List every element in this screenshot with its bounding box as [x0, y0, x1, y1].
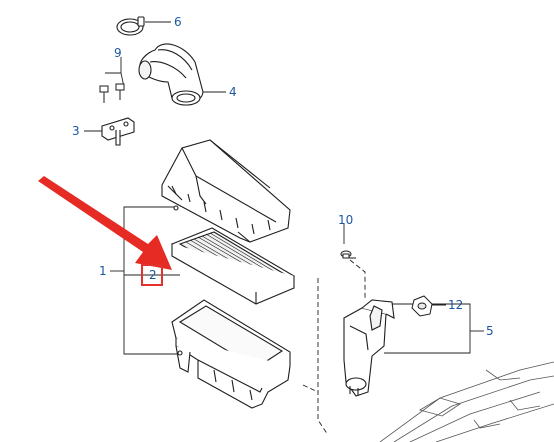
- callout-1: 1: [99, 264, 107, 278]
- highlight-box: [141, 264, 163, 286]
- air-cleaner-cover: [161, 139, 291, 243]
- air-filter-element: [170, 227, 296, 305]
- intake-hose-part: [138, 43, 204, 106]
- callout-4: 4: [229, 85, 237, 99]
- callout-10: 10: [338, 213, 354, 227]
- engine-bay-outline: [379, 361, 554, 442]
- grommet-part: [411, 295, 433, 317]
- bolt-part-9: [99, 83, 125, 103]
- callout-12: 12: [448, 298, 464, 312]
- callout-3: 3: [72, 124, 80, 138]
- callout-6: 6: [174, 15, 182, 29]
- callout-9: 9: [114, 46, 122, 60]
- intake-duct-part: [343, 299, 395, 397]
- callout-2: 2: [149, 268, 157, 282]
- bolt-part-10: [340, 250, 356, 259]
- bracket-part: [101, 117, 135, 146]
- callout-5: 5: [486, 324, 494, 338]
- hose-clamp-part: [116, 16, 145, 36]
- red-pointer-arrow: [38, 176, 172, 270]
- air-cleaner-lower-housing: [171, 299, 291, 409]
